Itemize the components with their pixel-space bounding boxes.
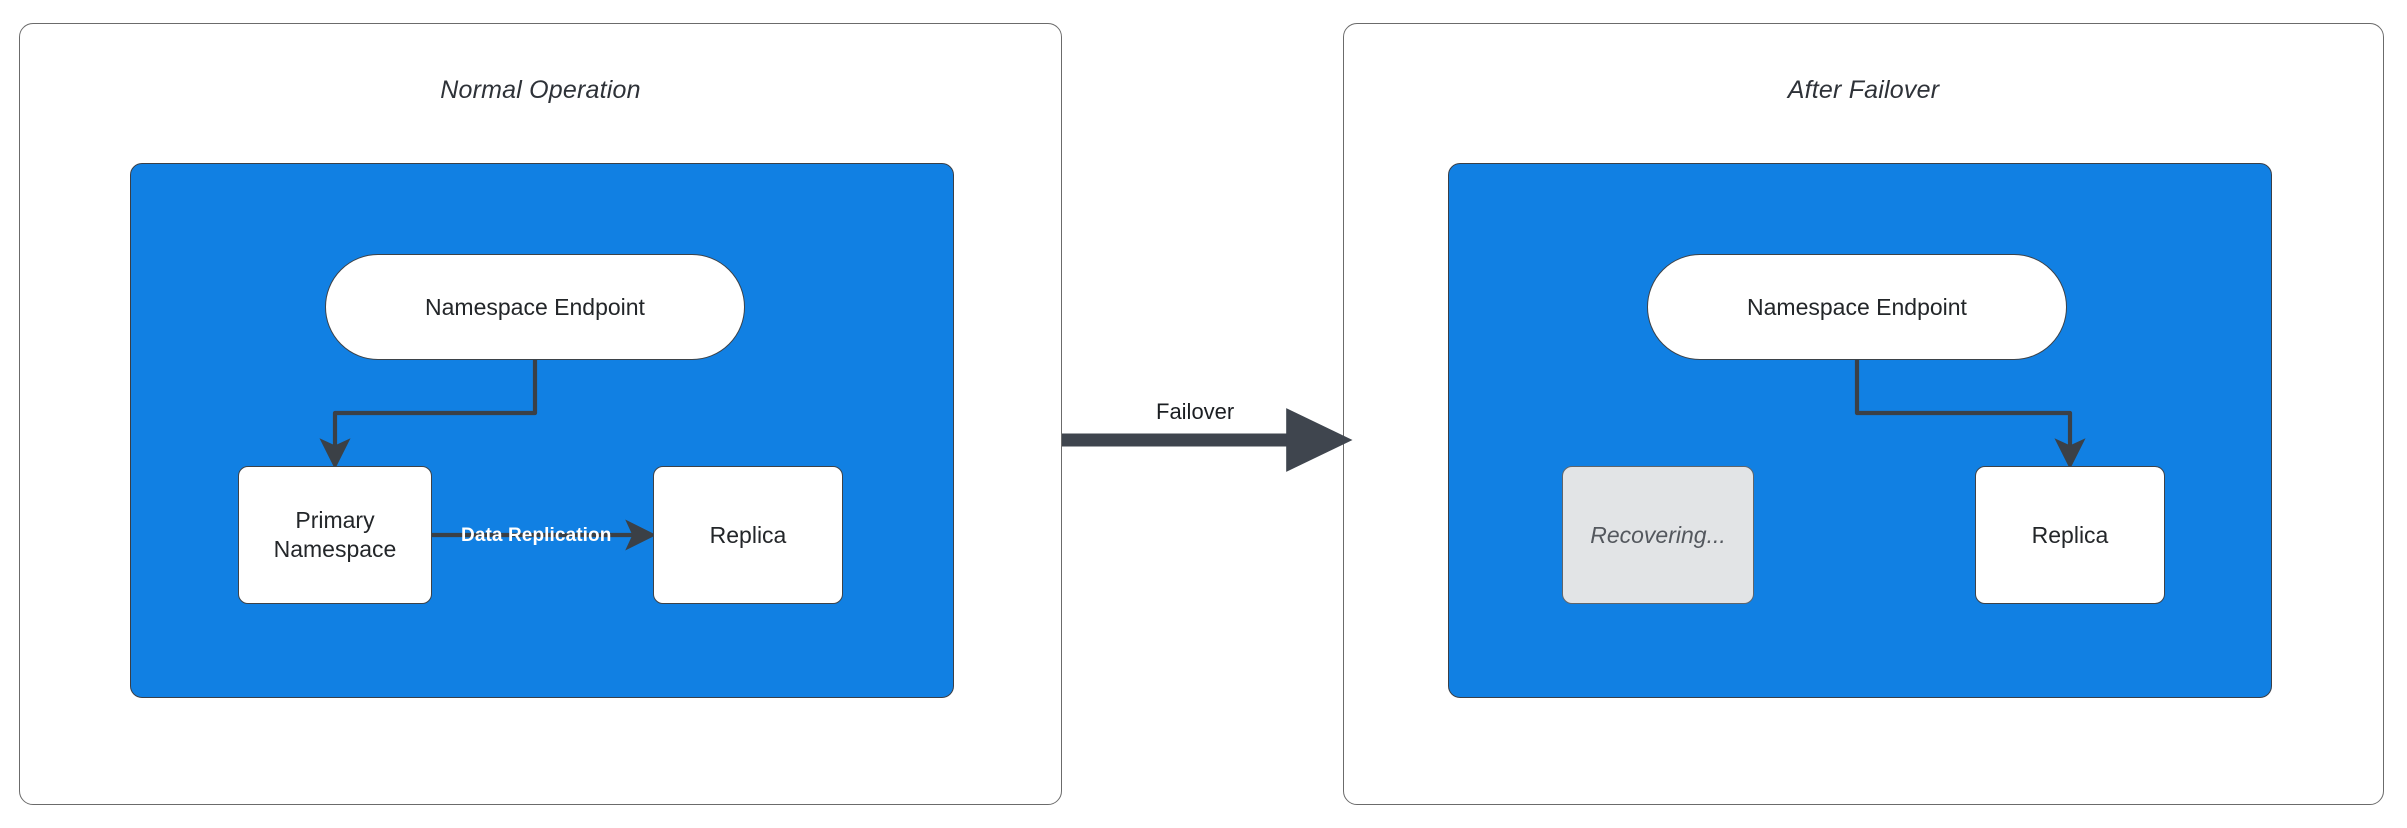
panel-normal-operation-title: Normal Operation — [440, 76, 641, 104]
node-label: Replica — [709, 521, 787, 548]
node-recovering[interactable]: Recovering... — [1562, 466, 1754, 604]
edge-label-data-replication: Data Replication — [461, 525, 612, 546]
node-namespace-endpoint-right[interactable]: Namespace Endpoint — [1647, 254, 2067, 360]
node-replica-left[interactable]: Replica — [653, 466, 843, 604]
node-label-line1: Primary — [295, 507, 375, 534]
node-label: Recovering... — [1590, 521, 1726, 548]
node-primary-namespace[interactable]: Primary Namespace — [238, 466, 432, 604]
blue-zone-after-failover — [1448, 163, 2272, 698]
panel-after-failover-title: After Failover — [1787, 76, 1940, 104]
node-label: Namespace Endpoint — [425, 293, 645, 320]
node-label-line2: Namespace — [273, 536, 397, 562]
node-replica-right[interactable]: Replica — [1975, 466, 2165, 604]
node-label: Replica — [2031, 521, 2109, 548]
edge-label-failover: Failover — [1156, 399, 1235, 424]
node-namespace-endpoint-left[interactable]: Namespace Endpoint — [325, 254, 745, 360]
node-label: Primary Namespace — [274, 506, 397, 564]
node-label: Namespace Endpoint — [1747, 293, 1967, 320]
blue-zone-normal-operation — [130, 163, 954, 698]
